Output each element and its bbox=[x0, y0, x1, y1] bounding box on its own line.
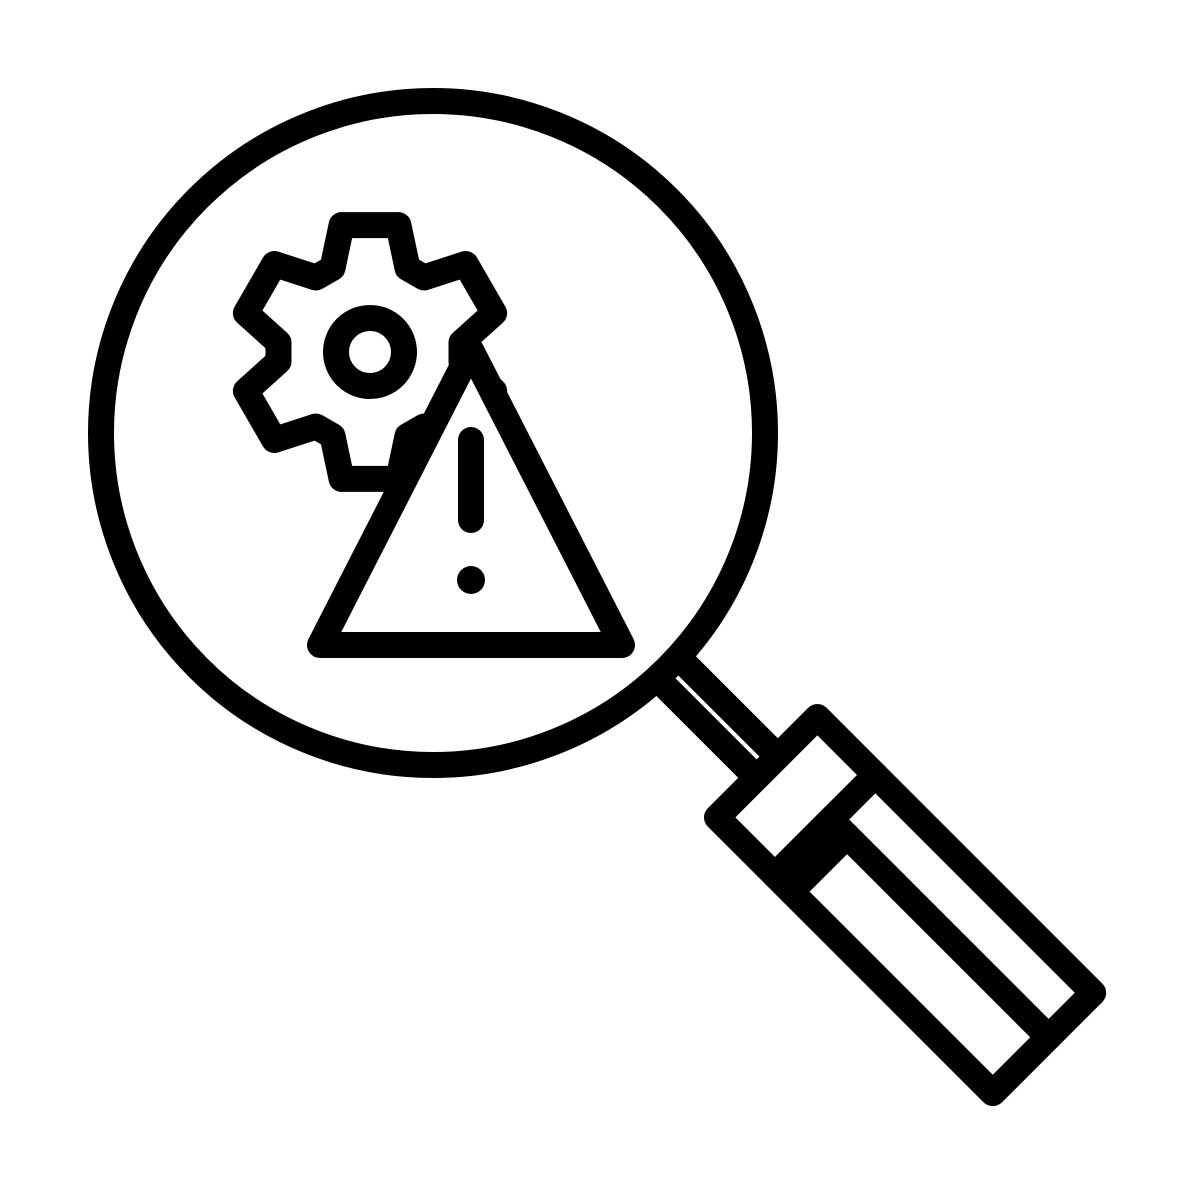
handle bbox=[650, 650, 1107, 1107]
grip-divider bbox=[817, 806, 1062, 1051]
lens-ring bbox=[88, 88, 778, 778]
neck-line-bottom bbox=[650, 672, 770, 791]
magnifying-glass-icon bbox=[88, 88, 1107, 1107]
gear-hole bbox=[323, 305, 417, 399]
exclamation-dot bbox=[457, 566, 485, 594]
warning-icon bbox=[307, 337, 635, 658]
neck-line-top bbox=[672, 650, 791, 770]
grip-cross-line bbox=[778, 822, 861, 905]
